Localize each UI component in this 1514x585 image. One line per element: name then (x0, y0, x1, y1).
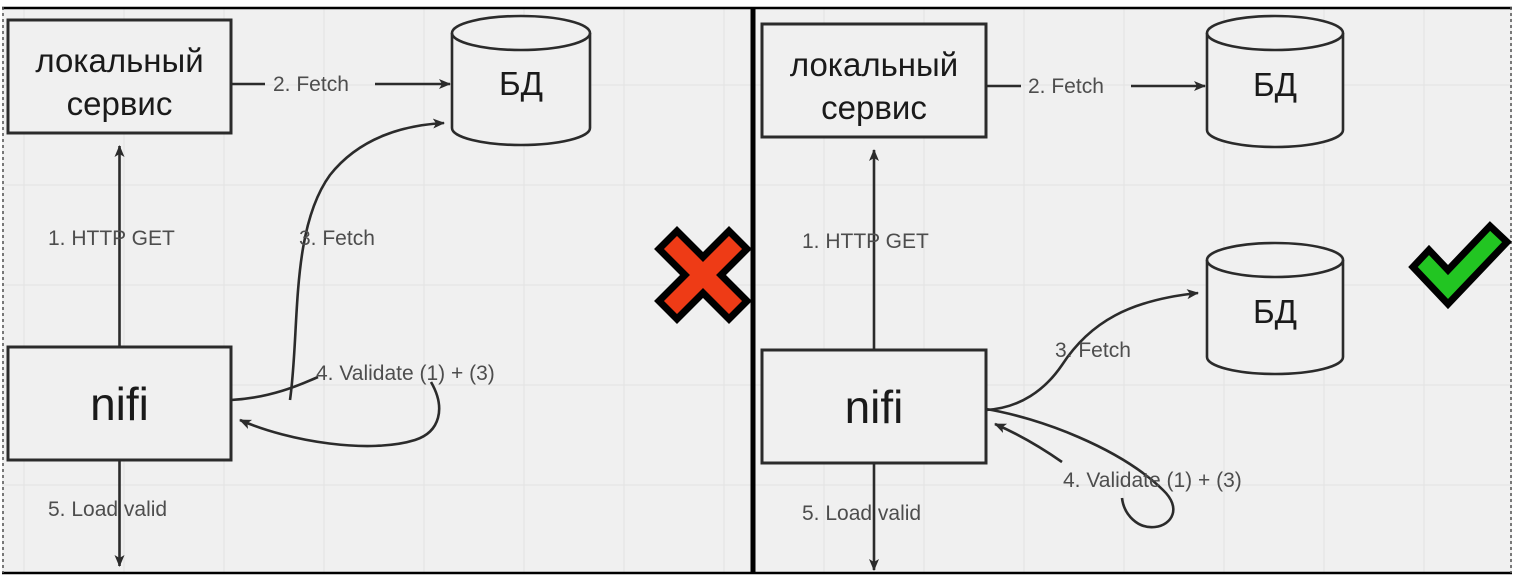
right-local-service-label-line2: сервис (821, 89, 927, 126)
left-edge-label-4: 4. Validate (1) + (3) (316, 362, 495, 385)
right-edge-fetch-3: 3. Fetch (985, 289, 1199, 412)
left-edge-http-get: 1. HTTP GET (48, 145, 175, 347)
panel-frame-group (2, 6, 1512, 575)
right-edge-http-get: 1. HTTP GET (802, 149, 929, 350)
right-edge-fetch-2: 2. Fetch (986, 75, 1206, 98)
left-node-nifi[interactable]: nifi (6, 345, 233, 462)
left-edge-label-5: 5. Load valid (48, 498, 167, 521)
cross-mark-icon (654, 226, 752, 324)
panel-left: локальный сервис БД nifi 1. HTTP GET (6, 14, 752, 567)
right-node-database-top[interactable]: БД (1205, 14, 1345, 149)
check-mark-icon (1408, 221, 1512, 310)
left-edge-label-3: 3. Fetch (299, 227, 375, 250)
left-edge-fetch-2: 2. Fetch (231, 73, 451, 96)
left-database-label: БД (499, 65, 543, 102)
left-edge-label-1: 1. HTTP GET (48, 227, 175, 250)
right-edge-label-4: 4. Validate (1) + (3) (1063, 469, 1242, 492)
right-edge-load-valid: 5. Load valid (802, 463, 921, 571)
right-edge-label-1: 1. HTTP GET (802, 230, 929, 253)
left-node-database[interactable]: БД (450, 14, 592, 147)
right-database-top-label: БД (1253, 66, 1297, 103)
right-node-local-service[interactable]: локальный сервис (760, 22, 988, 139)
right-nifi-label: nifi (845, 381, 904, 433)
left-local-service-label-line1: локальный (35, 42, 203, 79)
left-nifi-label: nifi (90, 378, 149, 430)
right-edge-label-5: 5. Load valid (802, 502, 921, 525)
left-edge-load-valid: 5. Load valid (48, 460, 167, 567)
right-node-nifi[interactable]: nifi (760, 348, 988, 465)
left-local-service-label-line2: сервис (67, 85, 173, 122)
left-edge-validate: 4. Validate (1) + (3) (230, 362, 495, 448)
right-edge-label-2: 2. Fetch (1028, 75, 1104, 98)
right-database-bottom-label: БД (1253, 293, 1297, 330)
panel-right: локальный сервис БД БД nifi (760, 14, 1512, 571)
left-edge-fetch-3: 3. Fetch (288, 118, 445, 401)
right-edge-label-3: 3. Fetch (1055, 339, 1131, 362)
right-node-database-bottom[interactable]: БД (1205, 241, 1345, 376)
left-edge-label-2: 2. Fetch (273, 73, 349, 96)
left-node-local-service[interactable]: локальный сервис (6, 18, 233, 135)
right-local-service-label-line1: локальный (790, 46, 958, 83)
right-edge-validate: 4. Validate (1) + (3) (985, 407, 1242, 529)
